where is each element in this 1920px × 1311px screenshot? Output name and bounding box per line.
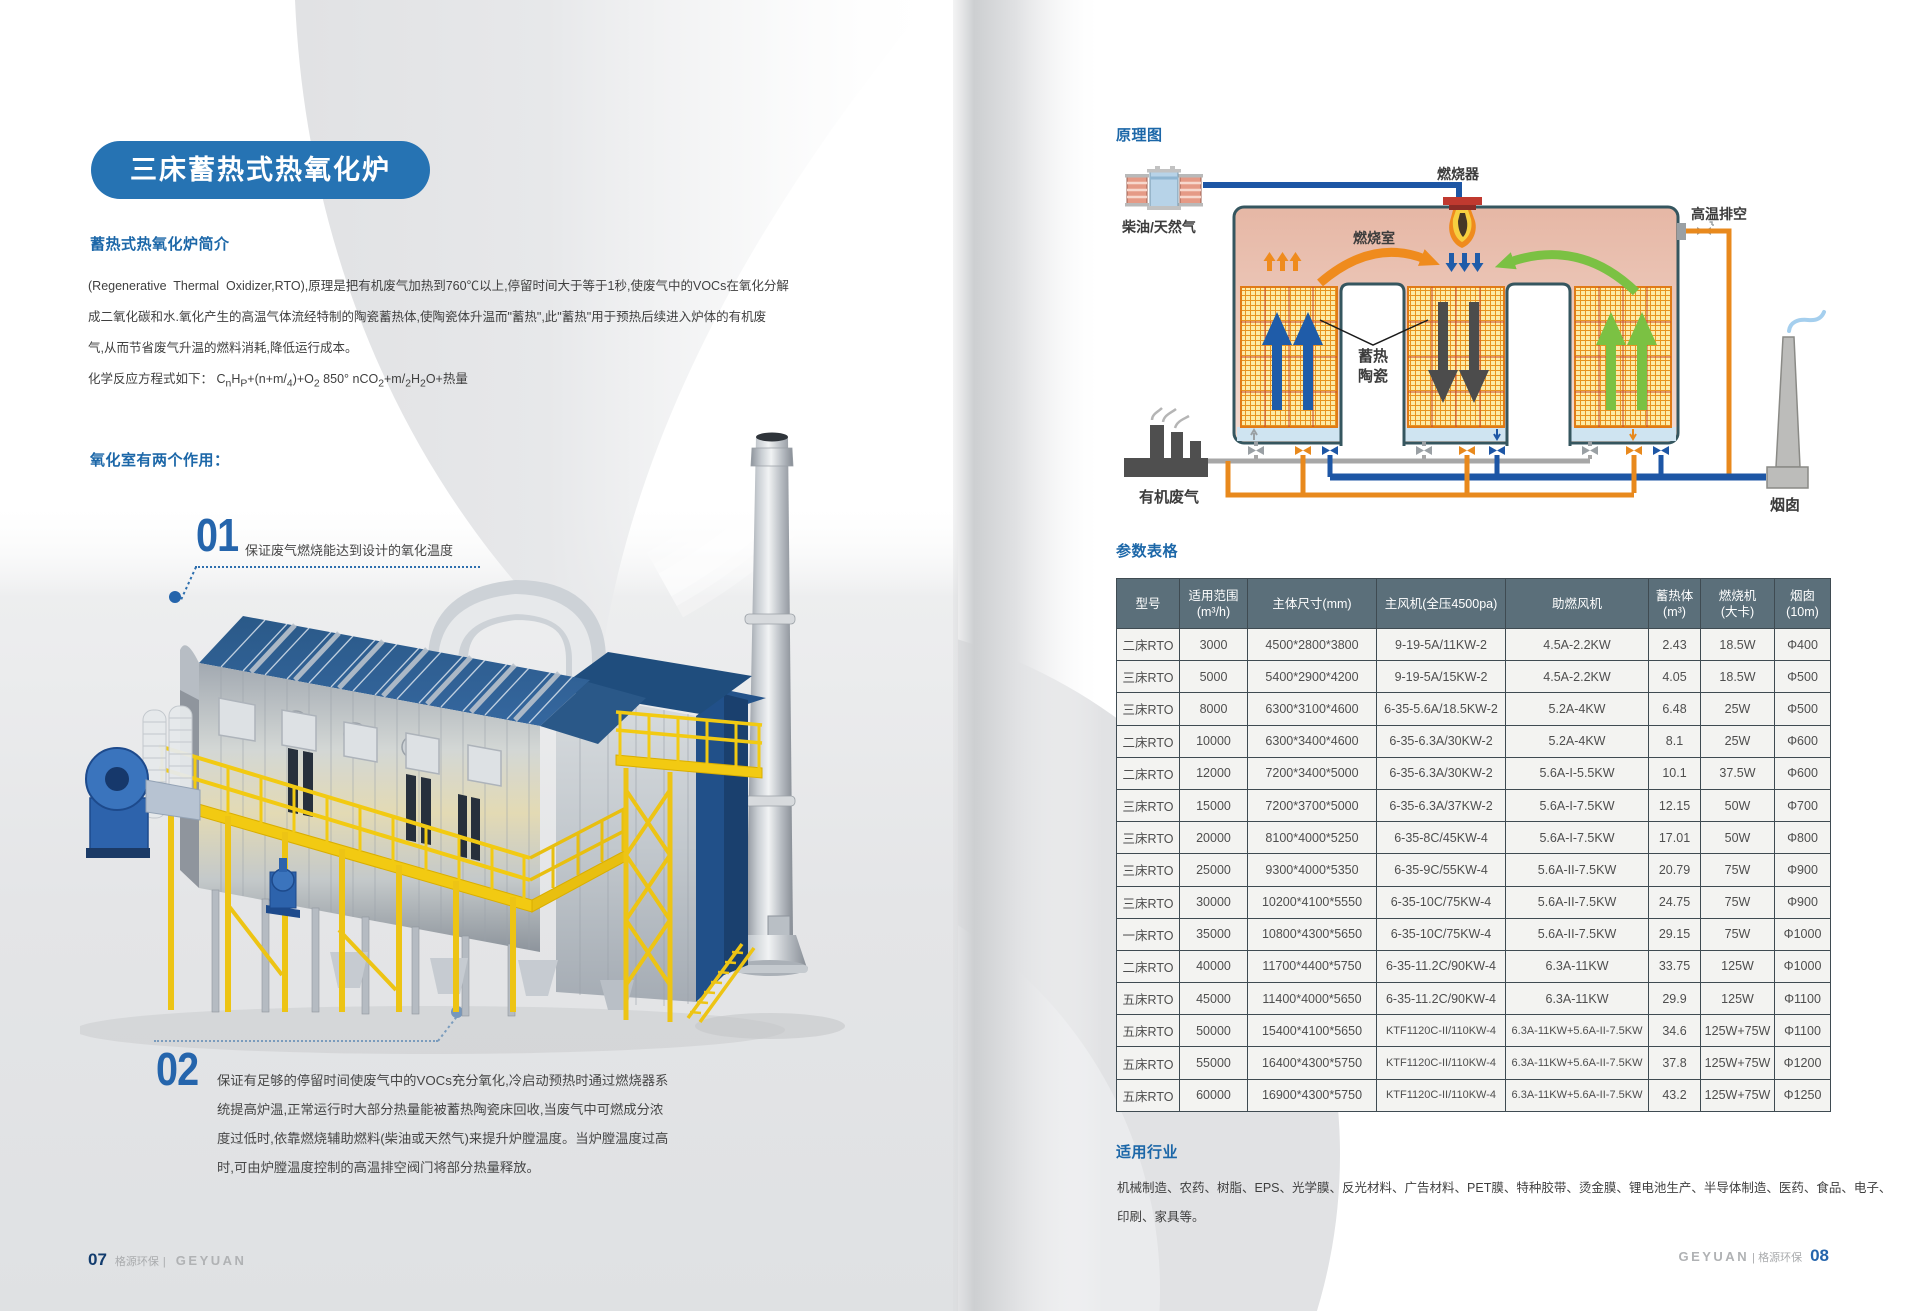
svg-text:有机废气: 有机废气 — [1139, 488, 1199, 506]
svg-text:烟囱: 烟囱 — [1770, 496, 1800, 514]
svg-text:燃烧室: 燃烧室 — [1353, 230, 1395, 246]
svg-text:燃烧器: 燃烧器 — [1437, 166, 1480, 182]
svg-text:陶瓷: 陶瓷 — [1358, 367, 1388, 385]
svg-text:柴油/天然气: 柴油/天然气 — [1121, 219, 1196, 235]
svg-text:高温排空: 高温排空 — [1691, 206, 1747, 222]
svg-text:蓄热: 蓄热 — [1358, 347, 1388, 365]
